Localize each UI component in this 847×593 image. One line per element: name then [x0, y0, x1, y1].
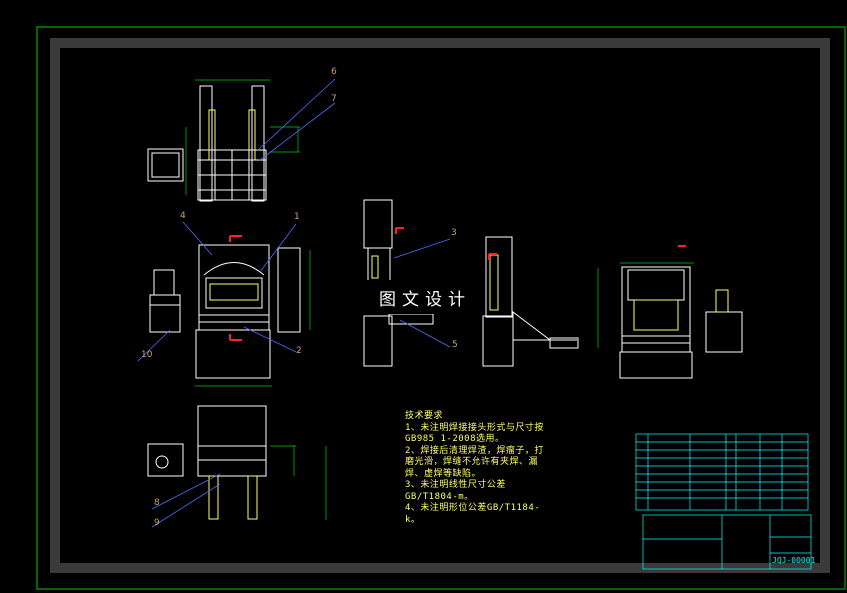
note-item-4: 4、未注明形位公差GB/T1184-k。 [405, 503, 541, 525]
section-red-marks [395, 227, 404, 234]
part-label-2: 2 [296, 346, 302, 356]
right-view-dimensions [597, 262, 694, 348]
front-view-dimensions [195, 250, 311, 387]
drawing-frame [50, 38, 830, 573]
top-plan-view [147, 85, 267, 202]
front-view-red-marks [229, 235, 242, 341]
part-label-7: 7 [331, 94, 337, 104]
note-item-1: 1、未注明焊接接头形式与尺寸按GB985 1-2008选用。 [405, 422, 544, 445]
part-label-8: 8 [154, 498, 160, 508]
watermark-box: 图文设计 [367, 280, 483, 314]
detail-view-dimensions [270, 445, 327, 520]
part-label-3: 3 [451, 228, 457, 238]
title-block [642, 514, 812, 570]
side-view [482, 236, 579, 367]
drawing-number: JQJ-00001 [772, 556, 816, 565]
side-red-marks [488, 253, 497, 260]
top-plan-dimensions [185, 79, 300, 195]
part-label-6: 6 [331, 67, 337, 77]
technical-notes: 技术要求 1、未注明焊接接头形式与尺寸按GB985 1-2008选用。 2、焊接… [405, 411, 545, 526]
note-item-2: 2、焊接后清理焊渣，焊瘤子，打磨光滑，焊缝不允许有夹焊、漏焊、虚焊等缺陷。 [405, 445, 544, 479]
right-view [619, 266, 743, 379]
note-item-3: 3、未注明线性尺寸公差GB/T1804-m。 [405, 480, 506, 502]
part-label-9: 9 [154, 518, 160, 528]
detail-view [147, 405, 267, 520]
part-label-1: 1 [294, 212, 300, 222]
parts-list-table [635, 433, 809, 511]
front-view [149, 244, 301, 379]
watermark-text: 图文设计 [379, 289, 471, 310]
leader-lines [137, 78, 451, 528]
sheet-border [36, 26, 846, 590]
part-label-5: 5 [452, 340, 458, 350]
part-label-4: 4 [180, 211, 186, 221]
notes-title: 技术要求 [405, 411, 444, 421]
part-label-10: 10 [141, 350, 153, 360]
